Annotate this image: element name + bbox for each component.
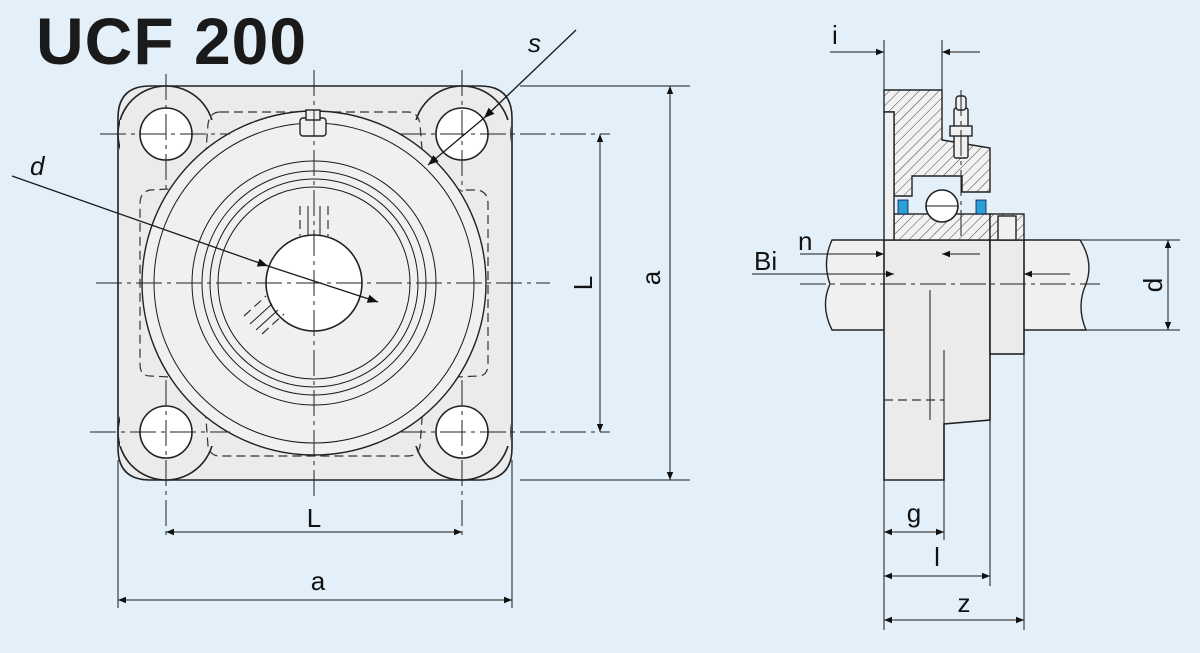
- seal-left: [897, 199, 909, 215]
- seal-right: [975, 199, 987, 215]
- grease-nipple-tip: [305, 109, 321, 121]
- dim-n-label: n: [798, 226, 812, 256]
- set-screw-angled: [243, 295, 285, 335]
- side-view: i n Bi d g l z: [752, 20, 1180, 630]
- dim-d-line: [267, 265, 379, 303]
- dim-i-label: i: [832, 20, 838, 50]
- dim-L-horizontal-label: L: [307, 503, 321, 533]
- dim-Bi-label: Bi: [754, 246, 777, 276]
- set-screw-side: [997, 215, 1017, 241]
- dim-g-label: g: [907, 498, 921, 528]
- dim-s-label: s: [528, 28, 541, 58]
- dim-a-horizontal-label: a: [311, 566, 326, 596]
- set-screw-top: [299, 206, 329, 236]
- housing-section-upper: [883, 89, 991, 197]
- flange-lower: [883, 239, 991, 481]
- dim-z-label: z: [958, 588, 971, 618]
- dim-d-leader: [11, 175, 269, 267]
- inner-ring-lower: [989, 239, 1025, 355]
- front-view: d s L a L a: [11, 28, 690, 608]
- dim-s-line: [427, 117, 485, 166]
- housing-face: [883, 111, 895, 241]
- dim-d-label: d: [30, 151, 46, 181]
- grease-nipple-side: [949, 90, 973, 236]
- title: UCF 200: [36, 4, 307, 78]
- dim-a-vertical-label: a: [636, 270, 666, 285]
- dim-L-vertical-label: L: [568, 276, 598, 290]
- dim-s-leader: [483, 29, 577, 119]
- dim-l-label: l: [934, 542, 940, 572]
- dim-d-side-label: d: [1138, 278, 1168, 292]
